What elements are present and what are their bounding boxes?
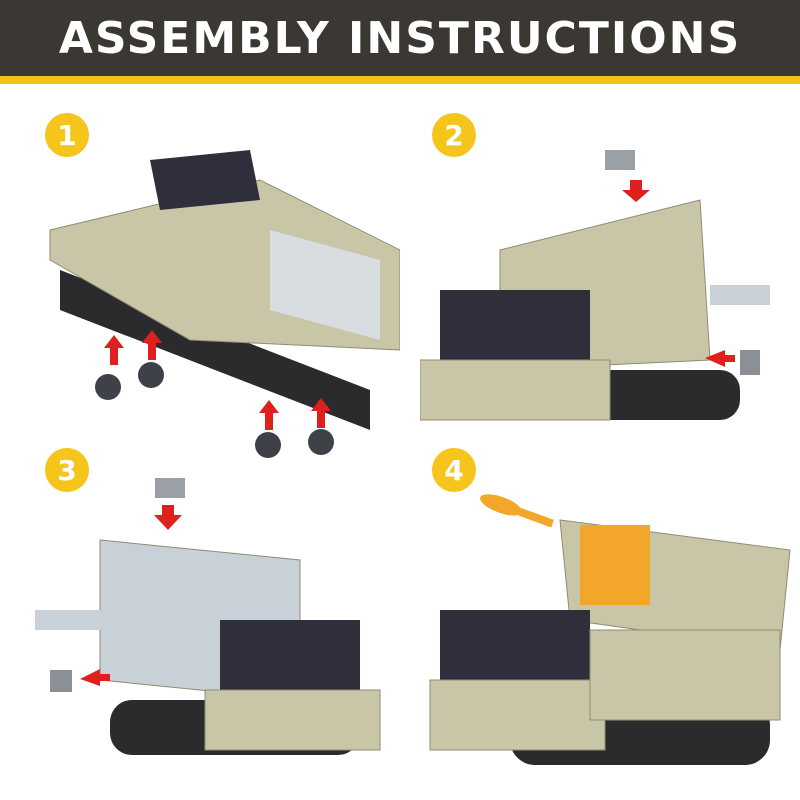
step-3-illustration bbox=[35, 478, 381, 755]
arrows bbox=[104, 330, 331, 430]
step-badge-1: 1 bbox=[45, 113, 89, 157]
cab bbox=[440, 290, 590, 370]
accent-stripe bbox=[0, 76, 800, 84]
header-bar: ASSEMBLY INSTRUCTIONS bbox=[0, 0, 800, 76]
front-grille bbox=[204, 689, 381, 751]
part-icon bbox=[740, 350, 760, 375]
arrow-left bbox=[705, 350, 735, 367]
step-1-illustration bbox=[49, 150, 400, 458]
cab bbox=[150, 150, 260, 210]
rockets bbox=[580, 525, 650, 605]
step-badge-3: 3 bbox=[45, 448, 89, 492]
part-icon bbox=[155, 478, 185, 498]
step-2-illustration bbox=[420, 150, 770, 421]
arrow-down bbox=[622, 180, 650, 202]
vehicle-body bbox=[589, 629, 781, 721]
arrow-right bbox=[80, 669, 110, 686]
step-badge-4: 4 bbox=[432, 448, 476, 492]
front-grille bbox=[429, 679, 606, 751]
arrow-down bbox=[154, 505, 182, 530]
side-part bbox=[710, 285, 770, 305]
part-icon bbox=[50, 670, 72, 692]
panel bbox=[270, 230, 380, 340]
step-4-illustration bbox=[429, 494, 791, 765]
wheel-icons bbox=[95, 362, 334, 458]
rocket-icon bbox=[480, 494, 554, 528]
step-badge-2: 2 bbox=[432, 113, 476, 157]
part-icon bbox=[605, 150, 635, 170]
page-title: ASSEMBLY INSTRUCTIONS bbox=[58, 12, 742, 64]
front-grille bbox=[420, 359, 611, 421]
side-part bbox=[35, 610, 105, 630]
